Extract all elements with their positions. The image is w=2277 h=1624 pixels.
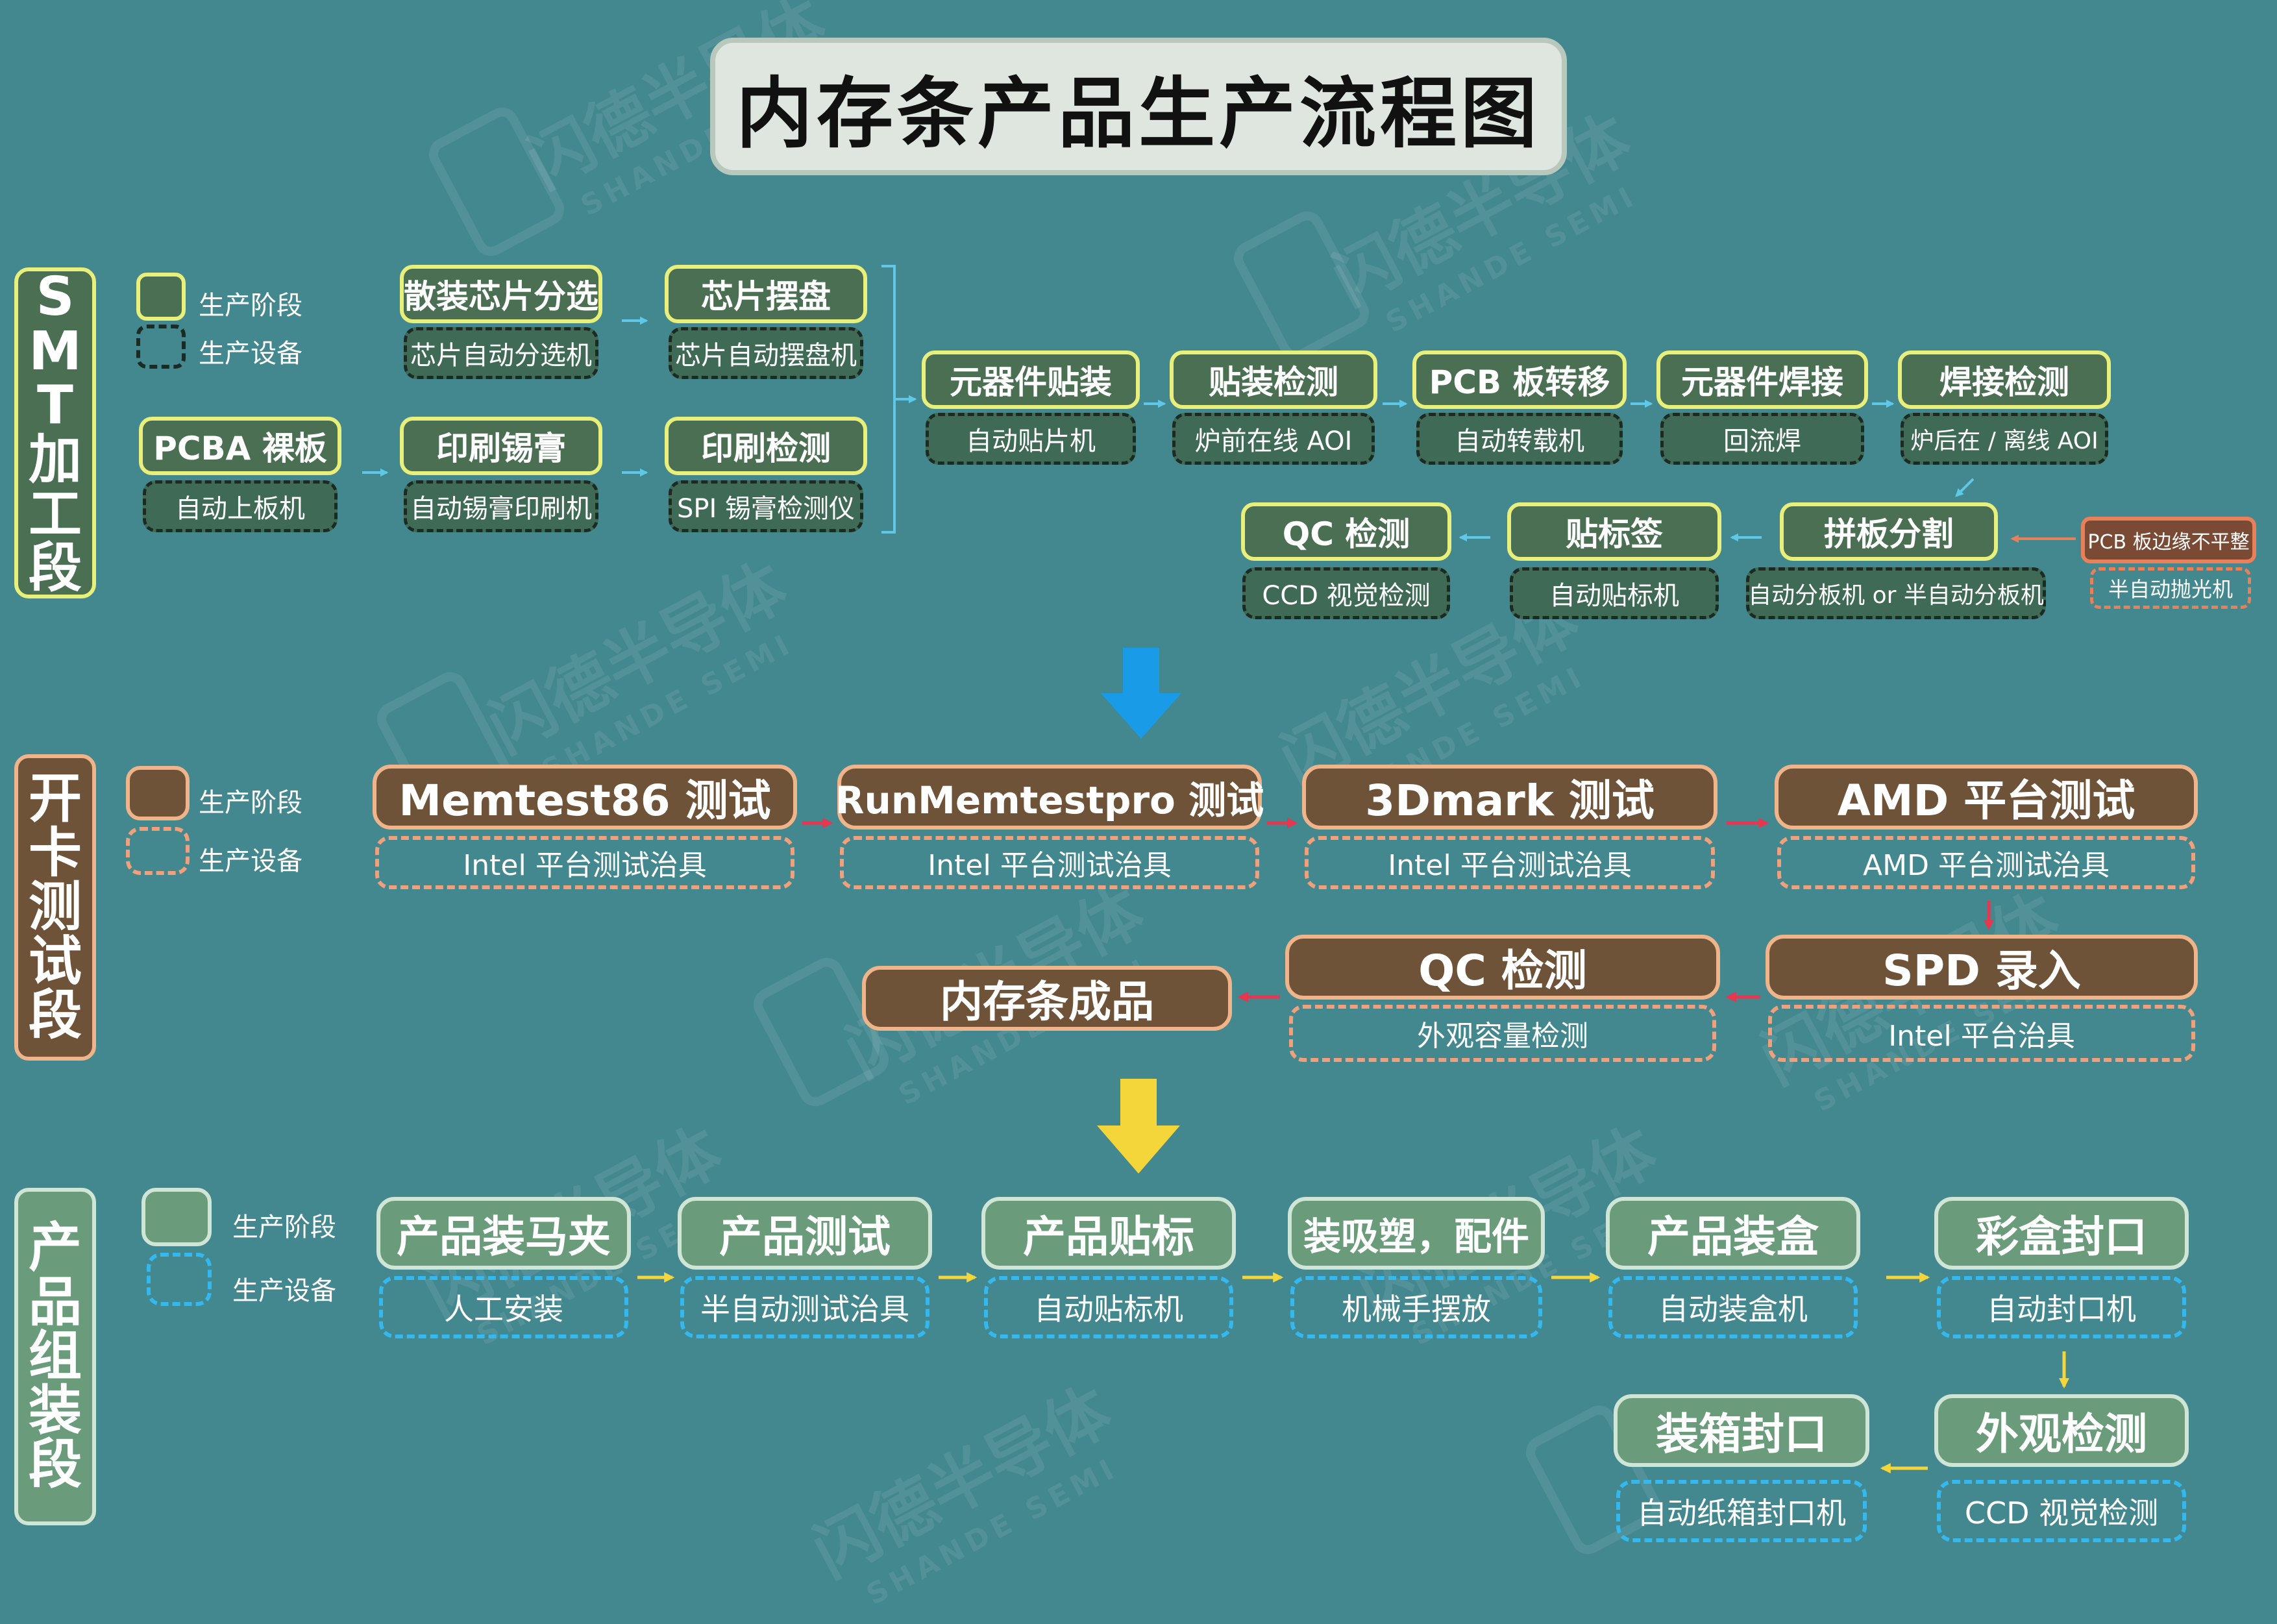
legend-smt-stage-swatch: [136, 273, 186, 321]
pa-equip-5: 自动封口机: [1937, 1276, 2186, 1338]
pa-stage-2: 产品贴标: [981, 1197, 1236, 1270]
kk-equip-1: Intel 平台测试治具: [840, 836, 1259, 889]
legend-kk-stage: 生产阶段: [199, 788, 302, 818]
smt-stage-3: 印刷锡膏: [400, 417, 602, 475]
kk-stage-6: 内存条成品: [862, 966, 1232, 1031]
pa-stage-7: 装箱封口: [1614, 1394, 1869, 1467]
pa-connectors: [637, 1272, 2070, 1474]
smt-stage-0: 散装芯片分选: [400, 265, 602, 323]
legend-pa-equip: 生产设备: [232, 1276, 336, 1306]
kk-equip-0: Intel 平台测试治具: [375, 836, 794, 889]
smt-stage-5: 元器件贴装: [922, 351, 1140, 409]
legend-kk-equip-swatch: [126, 827, 190, 875]
kk-equip-4: Intel 平台治具: [1768, 1005, 2195, 1062]
legend-pa-equip-swatch: [147, 1253, 212, 1306]
pa-equip-2: 自动贴标机: [984, 1276, 1233, 1338]
kk-stage-1: RunMemtestpro 测试: [835, 765, 1264, 830]
smt-connectors: [362, 265, 1975, 542]
section-label-pa: 产品组 装段: [14, 1188, 96, 1525]
pa-equip-7: 自动纸箱封口机: [1616, 1480, 1867, 1542]
pa-stage-4: 产品装盒: [1606, 1197, 1860, 1270]
kk-stage-0: Memtest86 测试: [373, 765, 797, 830]
pa-stage-0: 产品装马夹: [376, 1197, 631, 1270]
smt-stage-2: PCBA 裸板: [139, 417, 341, 475]
smt-stage-8: 元器件焊接: [1656, 351, 1868, 409]
smt-equip-10: 自动分板机 or 半自动分板机: [1746, 567, 2046, 619]
pa-stage-3: 装吸塑，配件: [1288, 1197, 1545, 1270]
legend-smt-equip-swatch: [136, 325, 186, 369]
smt-stage-11: 贴标签: [1507, 502, 1721, 561]
pa-stage-6: 外观检测: [1934, 1394, 2189, 1467]
kk-stage-2: 3Dmark 测试: [1302, 765, 1717, 830]
kk-stage-4: SPD 录入: [1766, 935, 2198, 1000]
page-title: 内存条产品生产流程图: [710, 38, 1567, 175]
kk-equip-2: Intel 平台测试治具: [1305, 836, 1715, 889]
pa-equip-6: CCD 视觉检测: [1937, 1480, 2186, 1542]
smt-equip-8: 回流焊: [1660, 413, 1864, 465]
smt-side-equip: 半自动抛光机: [2090, 567, 2251, 609]
smt-equip-5: 自动贴片机: [926, 413, 1136, 465]
kk-equip-5: 外观容量检测: [1289, 1005, 1716, 1062]
smt-equip-2: 自动上板机: [143, 480, 338, 532]
smt-side-stage: PCB 板边缘不平整: [2081, 517, 2256, 563]
pa-equip-3: 机械手摆放: [1290, 1276, 1542, 1338]
legend-pa-stage-swatch: [142, 1188, 212, 1246]
smt-equip-9: 炉后在 / 离线 AOI: [1901, 413, 2108, 465]
smt-stage-1: 芯片摆盘: [665, 265, 867, 323]
kk-connectors: [802, 817, 1995, 1003]
smt-equip-11: 自动贴标机: [1510, 567, 1719, 619]
big-arrow-down-blue: [1101, 648, 1181, 739]
smt-stage-10: 拼板分割: [1780, 502, 1998, 561]
bracket: [881, 265, 896, 534]
legend-smt-stage: 生产阶段: [199, 291, 302, 321]
kk-stage-3: AMD 平台测试: [1775, 765, 2198, 830]
smt-stage-9: 焊接检测: [1898, 351, 2111, 409]
smt-stage-7: PCB 板转移: [1412, 351, 1627, 409]
pa-stage-5: 彩盒封口: [1934, 1197, 2189, 1270]
legend-pa-stage: 生产阶段: [232, 1212, 336, 1242]
pa-equip-0: 人工安装: [379, 1276, 628, 1338]
kk-equip-3: AMD 平台测试治具: [1777, 836, 2195, 889]
pa-equip-1: 半自动测试治具: [680, 1276, 929, 1338]
pa-stage-1: 产品测试: [678, 1197, 932, 1270]
smt-equip-1: 芯片自动摆盘机: [669, 327, 863, 379]
smt-stage-4: 印刷检测: [665, 417, 867, 475]
section-label-kk: 开卡测 试段: [14, 754, 96, 1061]
legend-smt-equip: 生产设备: [199, 339, 302, 369]
smt-equip-3: 自动锡膏印刷机: [404, 480, 598, 532]
legend-kk-equip: 生产设备: [199, 846, 302, 876]
smt-equip-7: 自动转载机: [1416, 413, 1623, 465]
smt-equip-4: SPI 锡膏检测仪: [669, 480, 863, 532]
arrow: [1955, 478, 1975, 497]
smt-equip-0: 芯片自动分选机: [404, 327, 598, 379]
legend-kk-stage-swatch: [126, 766, 190, 820]
big-arrow-down-yellow: [1097, 1079, 1180, 1174]
smt-equip-12: CCD 视觉检测: [1242, 567, 1450, 619]
pa-equip-4: 自动装盒机: [1608, 1276, 1858, 1338]
smt-stage-6: 贴装检测: [1170, 351, 1377, 409]
smt-stage-12: QC 检测: [1241, 502, 1451, 561]
smt-equip-6: 炉前在线 AOI: [1172, 413, 1375, 465]
kk-stage-5: QC 检测: [1285, 935, 1720, 1000]
